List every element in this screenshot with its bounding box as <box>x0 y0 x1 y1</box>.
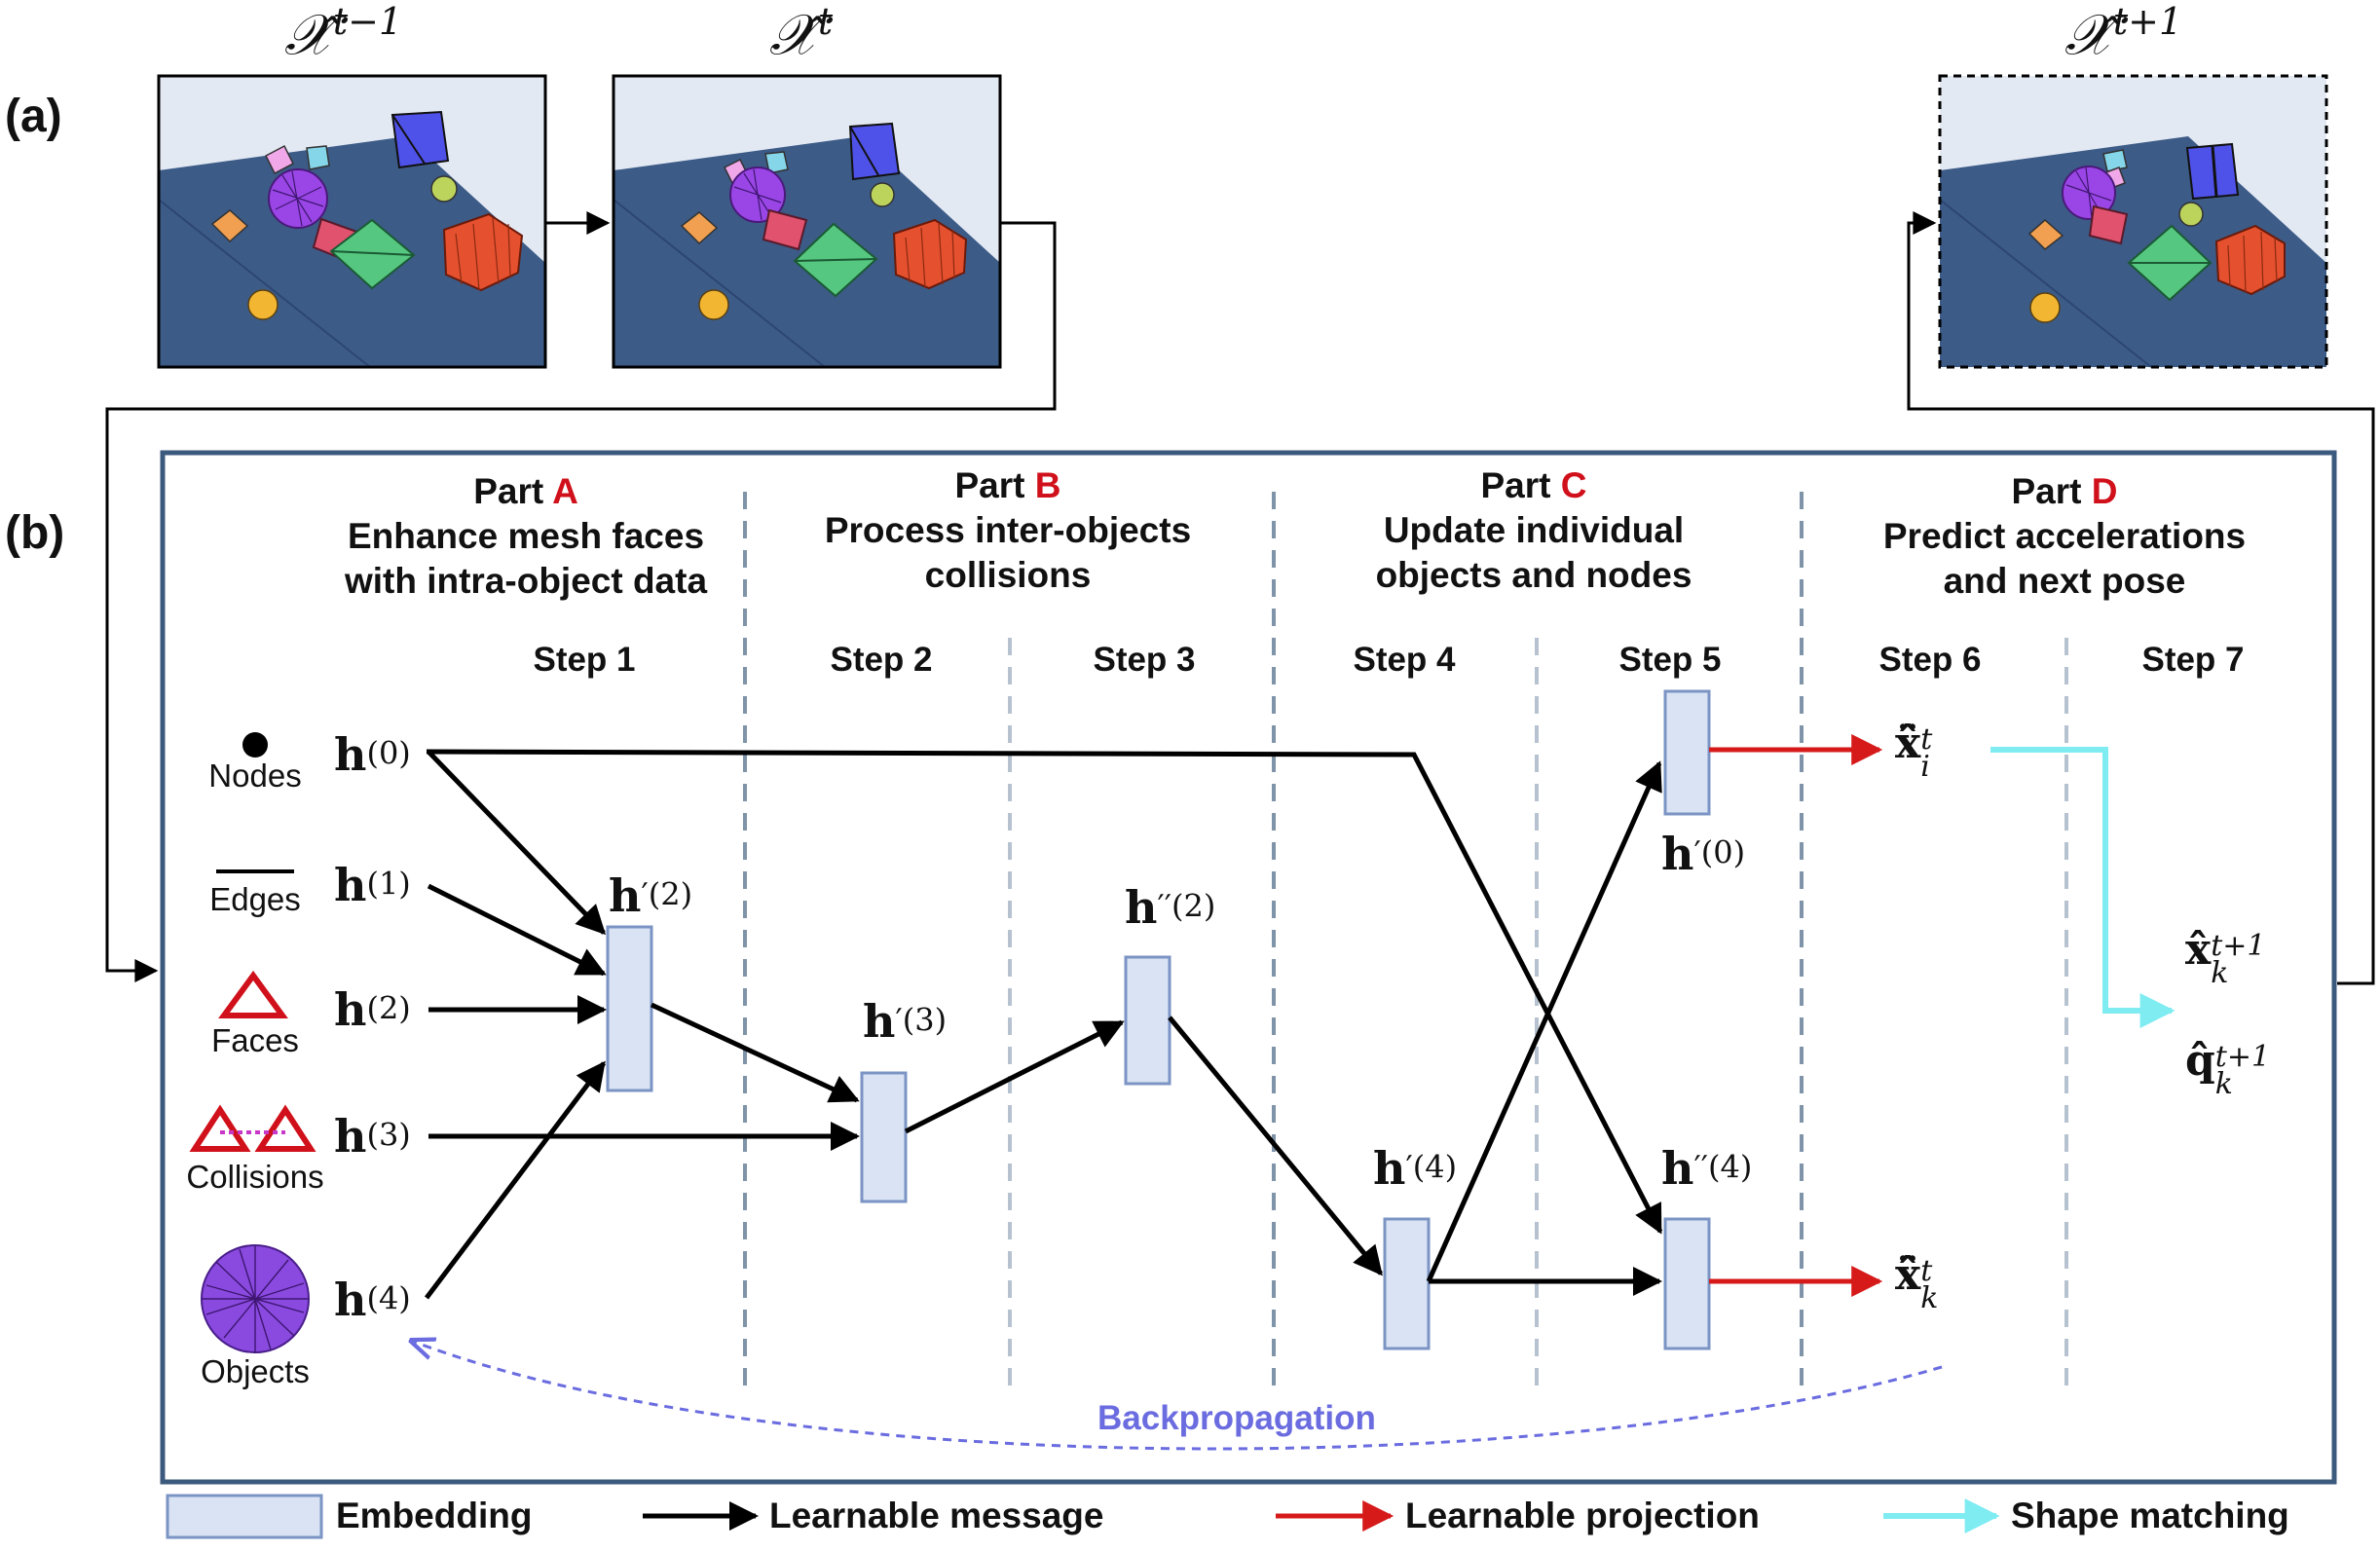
input-symbol-h3: h(3) <box>334 1110 411 1163</box>
learnable-messages <box>425 749 1663 1300</box>
part-dividers <box>743 492 1804 1397</box>
legend-message-label: Learnable message <box>769 1496 1104 1535</box>
scene-connectors <box>105 211 2375 985</box>
panel-a-label: (a) <box>5 91 62 142</box>
step-4-label: Step 4 <box>1353 641 1456 679</box>
double-triangle-icon <box>189 1104 316 1152</box>
panel-b-label: (b) <box>5 507 65 559</box>
step-dividers <box>1008 638 2068 1397</box>
scene-title-prev: 𝒳̂t−1 <box>284 0 403 68</box>
scene-title-next: 𝒳̂t+1 <box>2064 0 2183 68</box>
input-label-objects: Objects <box>201 1353 310 1389</box>
embedding-h-prime-3 <box>860 1071 908 1203</box>
input-symbol-h1: h(1) <box>334 859 411 911</box>
scene-title-curr: 𝒳̂t <box>769 0 834 68</box>
step-3-label: Step 3 <box>1093 641 1196 679</box>
embedding-h-dprime-2 <box>1124 955 1171 1086</box>
embedding-label-h-prime-0: h′(0) <box>1661 828 1746 880</box>
learnable-projections <box>1709 734 1883 1297</box>
input-symbol-h2: h(2) <box>334 983 411 1036</box>
input-symbol-h4: h(4) <box>334 1274 411 1326</box>
triangle-icon <box>218 970 288 1018</box>
scene-next <box>1938 74 2328 369</box>
legend-shape-matching-label: Shape matching <box>2011 1496 2289 1535</box>
embedding-label-h-dprime-2: h′′(2) <box>1125 881 1216 934</box>
input-label-edges: Edges <box>209 881 301 917</box>
embedding-label-h-prime-3: h′(3) <box>863 995 948 1048</box>
geodesic-sphere-icon <box>201 1244 310 1353</box>
step-7-label: Step 7 <box>2141 641 2245 679</box>
embedding-boxes <box>606 689 1711 1350</box>
embedding-h-dprime-4 <box>1663 1217 1711 1350</box>
embedding-h-prime-2 <box>606 925 653 1092</box>
legend-embedding-label: Embedding <box>336 1496 533 1535</box>
legend-projection-label: Learnable projection <box>1405 1496 1760 1535</box>
part-d-header: Part D Predict accelerations and next po… <box>1882 471 2247 601</box>
step-1-label: Step 1 <box>533 641 636 679</box>
embedding-h-prime-0 <box>1663 689 1711 816</box>
dot-icon <box>242 732 268 758</box>
part-c-header: Part C Update individual objects and nod… <box>1375 465 1692 595</box>
embedding-h-prime-4 <box>1383 1217 1431 1350</box>
embedding-label-h-dprime-4: h′′(4) <box>1661 1142 1753 1195</box>
backpropagation-label: Backpropagation <box>1097 1399 1376 1437</box>
embedding-label-h-prime-4: h′(4) <box>1373 1142 1458 1195</box>
step-2-label: Step 2 <box>830 641 933 679</box>
step-5-label: Step 5 <box>1618 641 1722 679</box>
input-label-nodes: Nodes <box>208 758 302 794</box>
part-a-header: Part A Enhance mesh faces with intra-obj… <box>344 471 708 601</box>
step-6-label: Step 6 <box>1878 641 1982 679</box>
input-label-collisions: Collisions <box>186 1159 324 1195</box>
part-b-header: Part B Process inter-objects collisions <box>824 465 1192 595</box>
input-symbol-h0: h(0) <box>334 728 411 781</box>
scene-prev <box>157 74 547 369</box>
shape-matching-arrow <box>1990 747 2175 1028</box>
embedding-label-h-prime-2: h′(2) <box>609 869 693 922</box>
embedding-box-icon <box>166 1494 323 1539</box>
panel-b-frame <box>160 450 2337 1485</box>
backpropagation-arrow <box>414 1342 1943 1451</box>
input-label-faces: Faces <box>211 1022 299 1058</box>
scene-curr <box>612 74 1002 369</box>
